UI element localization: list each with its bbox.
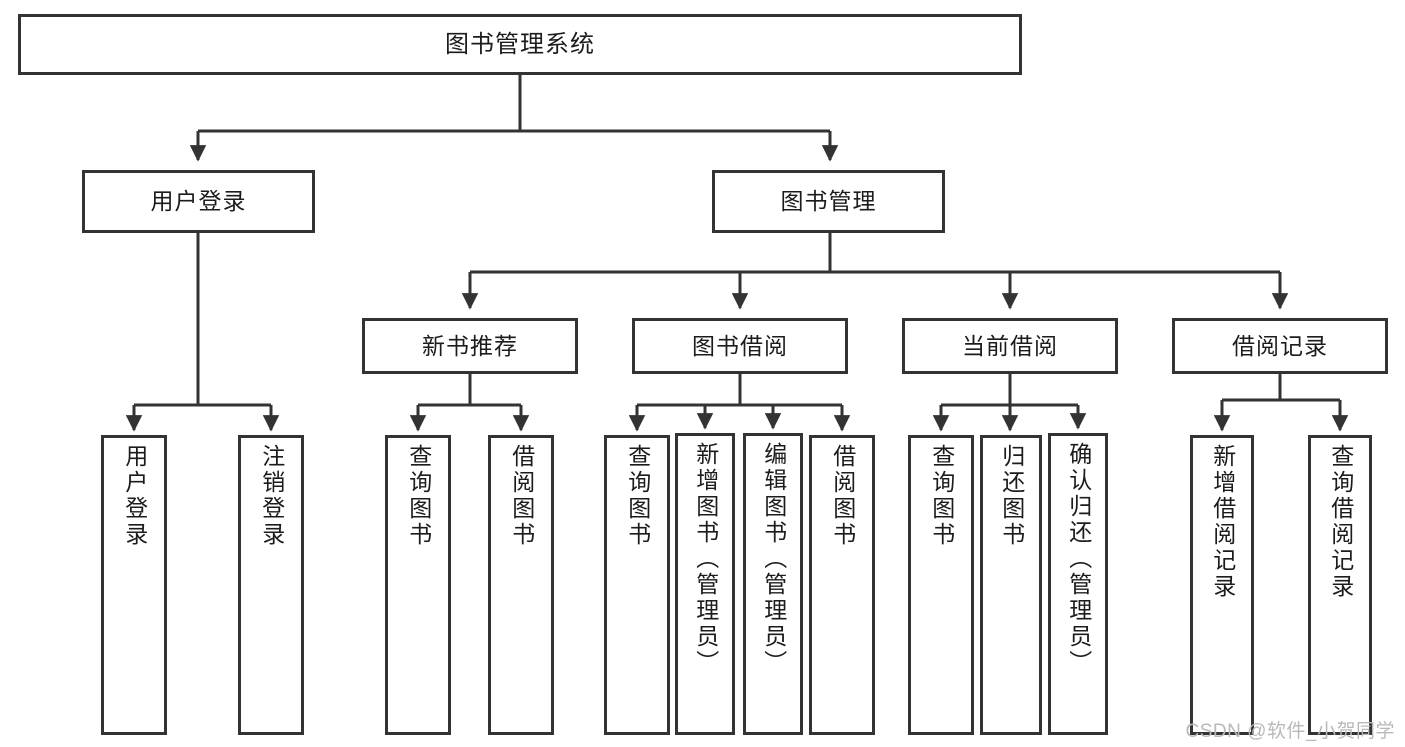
leaf-user-login-signout[interactable]: 注销登录: [238, 435, 304, 735]
leaf-current-return[interactable]: 归还图书: [980, 435, 1042, 735]
node-book-management-label: 图书管理: [780, 188, 877, 215]
leaf-current-query[interactable]: 查询图书: [908, 435, 974, 735]
node-borrow-records[interactable]: 借阅记录: [1172, 318, 1388, 374]
node-root-label: 图书管理系统: [445, 30, 595, 58]
leaf-user-login-signout-label: 注销登录: [258, 444, 285, 548]
node-book-management[interactable]: 图书管理: [712, 170, 945, 233]
leaf-borrowing-borrow-book[interactable]: 借阅图书: [809, 435, 875, 735]
leaf-new-books-query-label: 查询图书: [405, 444, 432, 548]
leaf-records-add[interactable]: 新增借阅记录: [1190, 435, 1254, 735]
leaf-borrowing-borrow-book-label: 借阅图书: [829, 444, 856, 548]
leaf-new-books-borrow[interactable]: 借阅图书: [488, 435, 554, 735]
node-new-book-recommendation-label: 新书推荐: [422, 332, 518, 359]
leaf-borrowing-add-book[interactable]: 新增图书（管理员）: [675, 433, 735, 735]
leaf-records-add-label: 新增借阅记录: [1209, 444, 1236, 600]
node-borrow-records-label: 借阅记录: [1232, 332, 1328, 359]
leaf-current-return-label: 归还图书: [998, 444, 1025, 548]
leaf-records-query[interactable]: 查询借阅记录: [1308, 435, 1372, 735]
node-current-borrowing[interactable]: 当前借阅: [902, 318, 1118, 374]
leaf-records-query-label: 查询借阅记录: [1327, 444, 1354, 600]
node-user-login-label: 用户登录: [150, 188, 247, 215]
leaf-borrowing-add-book-label: 新增图书（管理员）: [692, 442, 719, 676]
leaf-user-login-signin[interactable]: 用户登录: [101, 435, 167, 735]
leaf-new-books-query[interactable]: 查询图书: [385, 435, 451, 735]
node-book-borrowing-label: 图书借阅: [692, 332, 788, 359]
node-new-book-recommendation[interactable]: 新书推荐: [362, 318, 578, 374]
leaf-current-confirm-return-label: 确认归还（管理员）: [1065, 442, 1092, 676]
leaf-current-confirm-return[interactable]: 确认归还（管理员）: [1048, 433, 1108, 735]
watermark: CSDN @软件_小贺同学: [1185, 721, 1395, 742]
node-user-login[interactable]: 用户登录: [82, 170, 315, 233]
leaf-user-login-signin-label: 用户登录: [121, 444, 148, 548]
leaf-borrowing-edit-book[interactable]: 编辑图书（管理员）: [743, 433, 803, 735]
leaf-new-books-borrow-label: 借阅图书: [508, 444, 535, 548]
leaf-borrowing-edit-book-label: 编辑图书（管理员）: [760, 442, 787, 676]
node-current-borrowing-label: 当前借阅: [962, 332, 1058, 359]
leaf-borrowing-query[interactable]: 查询图书: [604, 435, 670, 735]
node-book-borrowing[interactable]: 图书借阅: [632, 318, 848, 374]
leaf-current-query-label: 查询图书: [928, 444, 955, 548]
node-root[interactable]: 图书管理系统: [18, 14, 1022, 75]
leaf-borrowing-query-label: 查询图书: [624, 444, 651, 548]
